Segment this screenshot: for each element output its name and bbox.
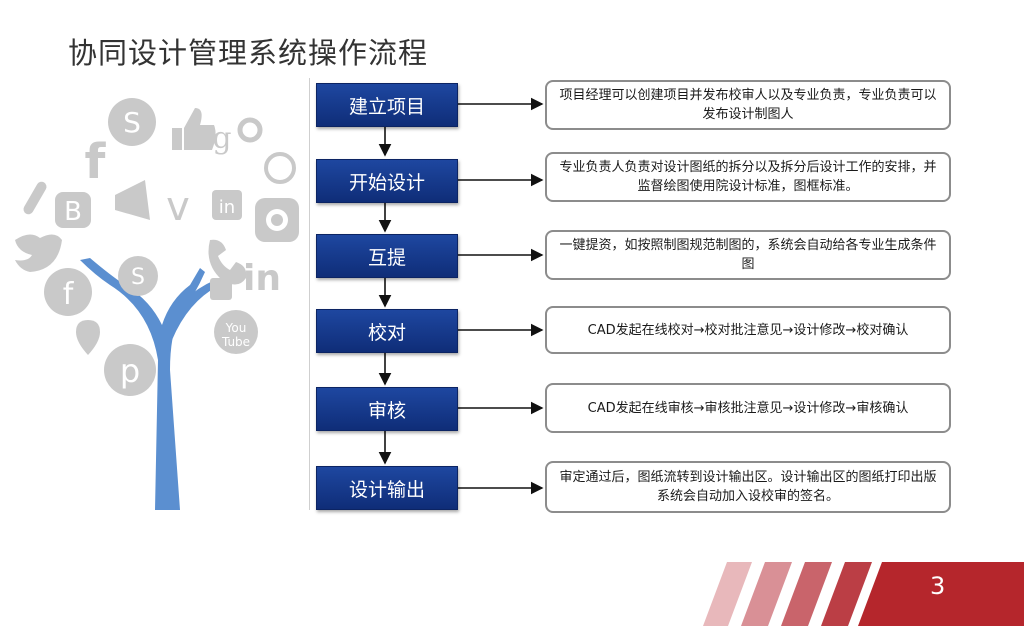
step-box-create-project: 建立项目 (316, 83, 458, 127)
vine-icon: v (166, 184, 190, 230)
location-pin-icon (76, 320, 100, 355)
facebook-circle-icon: f (44, 268, 92, 316)
google-plus-icon: g (212, 121, 231, 156)
desc-box-mutual-reference: 一键提资，如按照制图规范制图的，系统会自动给各专业生成条件图 (545, 230, 951, 280)
skype-icon: S (118, 256, 158, 296)
soundcloud-icon: S (108, 98, 156, 146)
paperclip-icon (23, 181, 47, 215)
svg-text:B: B (64, 197, 82, 227)
svg-text:f: f (85, 134, 107, 190)
page-title: 协同设计管理系统操作流程 (68, 36, 429, 70)
desc-box-review: CAD发起在线审核→审核批注意见→设计修改→审核确认 (545, 383, 951, 433)
desc-box-start-design: 专业负责人负责对设计图纸的拆分以及拆分后设计工作的安排，并监督绘图使用院设计标准… (545, 152, 951, 202)
svg-text:p: p (120, 352, 140, 390)
svg-text:in: in (243, 258, 281, 299)
mail-icon (210, 278, 232, 300)
linkedin-icon: in (212, 190, 242, 220)
megaphone-icon (115, 180, 150, 220)
svg-text:g: g (212, 121, 231, 156)
step-box-design-output: 设计输出 (316, 466, 458, 510)
svg-text:S: S (131, 265, 145, 290)
desc-box-proofread: CAD发起在线校对→校对批注意见→设计修改→校对确认 (545, 306, 951, 354)
step-box-review: 审核 (316, 387, 458, 431)
blogger-icon: B (55, 192, 91, 228)
facebook-icon: f (85, 134, 107, 190)
instagram-icon (255, 198, 299, 242)
svg-text:S: S (123, 106, 141, 139)
pinterest-icon: p (104, 344, 156, 396)
dribbble-icon (264, 152, 296, 184)
svg-text:f: f (63, 277, 75, 312)
link-icon (237, 117, 263, 143)
linkedin-text-icon: in (243, 258, 281, 299)
step-box-start-design: 开始设计 (316, 159, 458, 203)
svg-text:Tube: Tube (221, 335, 250, 349)
desc-box-design-output: 审定通过后，图纸流转到设计输出区。设计输出区的图纸打印出版系统会自动加入设校审的… (545, 461, 951, 513)
page-number: 3 (930, 572, 946, 600)
twitter-icon (15, 234, 62, 272)
divider-line (309, 78, 310, 510)
svg-text:in: in (219, 197, 235, 218)
phone-icon (208, 239, 247, 285)
step-box-mutual-reference: 互提 (316, 234, 458, 278)
svg-text:You: You (225, 321, 247, 335)
desc-box-create-project: 项目经理可以创建项目并发布校审人以及专业负责，专业负责可以发布设计制图人 (545, 80, 951, 130)
thumbs-up-icon (172, 108, 216, 150)
svg-text:v: v (166, 184, 190, 230)
step-box-proofread: 校对 (316, 309, 458, 353)
